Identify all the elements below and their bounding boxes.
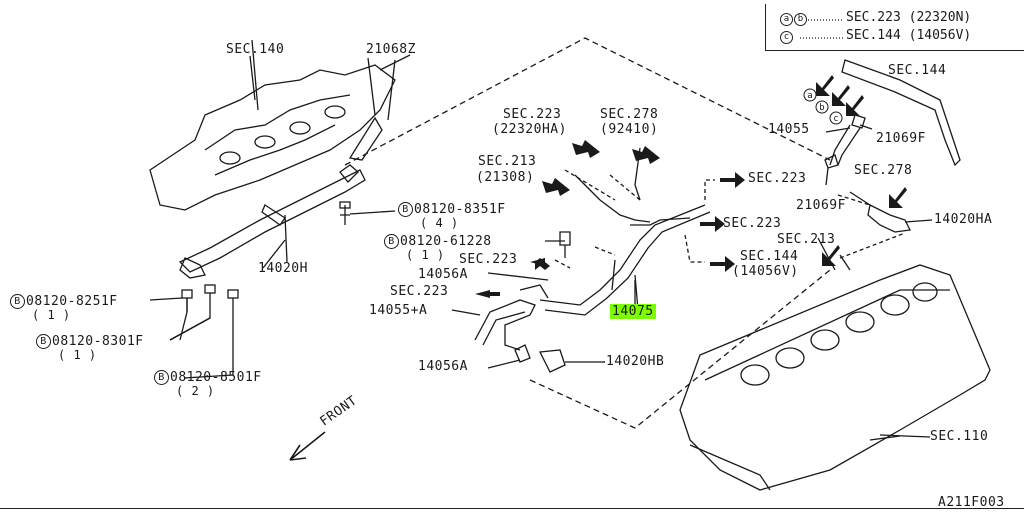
front-arrow-icon (289, 431, 326, 461)
legend-text-1: SEC.223 (22320N) (846, 10, 972, 25)
legend-row-c: c SEC.144 (14056V) (780, 28, 971, 44)
sensor-14020hb (538, 349, 566, 373)
svg-text:a: a (807, 91, 812, 101)
bolt-b-icon: B (398, 202, 413, 217)
label-14055a: 14055+A (369, 303, 428, 318)
label-21068z: 21068Z (366, 42, 416, 57)
hose-14055a (474, 299, 536, 351)
label-sec223-left: SEC.223 (390, 284, 449, 299)
label-sec278-top-sub: (92410) (600, 122, 659, 137)
label-sec140: SEC.140 (226, 42, 285, 57)
key-b: b (794, 13, 807, 26)
bolt-part-1: 08120-8351F (414, 202, 506, 217)
label-14056a-1: 14056A (418, 267, 468, 282)
label-sec223-top: SEC.223 (503, 107, 562, 122)
label-14020hb: 14020HB (606, 354, 665, 369)
label-sec110: SEC.110 (930, 429, 989, 444)
label-21069f-a: 21069F (876, 131, 926, 146)
bolt-part-5: 08120-8501F (170, 370, 262, 385)
pipe-14075 (539, 204, 706, 306)
label-sec223-top-sub: (22320HA) (492, 122, 567, 137)
bolt-qty-4: ( 1 ) (58, 348, 97, 362)
sensor-14020ha (867, 204, 911, 233)
label-14056a-2: 14056A (418, 359, 468, 374)
intake-manifold (149, 64, 396, 211)
label-sec144-mid-sub: (14056V) (732, 264, 799, 279)
pipe-right (841, 59, 961, 167)
label-sec278-top: SEC.278 (600, 107, 659, 122)
bolt-qty-5: ( 2 ) (176, 384, 215, 398)
label-sec213-right: SEC.213 (777, 232, 836, 247)
bolt-qty-2: ( 1 ) (406, 248, 445, 262)
label-14055: 14055 (768, 122, 810, 137)
legend-text-2: SEC.144 (14056V) (846, 28, 972, 43)
svg-text:c: c (833, 114, 838, 124)
label-sec213-top-sub: (21308) (476, 170, 535, 185)
label-14020ha: 14020HA (934, 212, 993, 227)
bracket-14020h (178, 169, 366, 273)
direction-arrows (475, 75, 907, 298)
label-sec144-top: SEC.144 (888, 63, 947, 78)
bolt-part-3: 08120-8251F (26, 294, 118, 309)
label-sec213-top: SEC.213 (478, 154, 537, 169)
label-21069f-b: 21069F (796, 198, 846, 213)
bolt-part-2: 08120-61228 (400, 234, 492, 249)
key-a: a (780, 13, 793, 26)
sensor-21068z (348, 116, 383, 161)
label-14075: 14075 (610, 304, 656, 319)
footer-rule (0, 508, 1024, 509)
label-sec223-mid: SEC.223 (459, 252, 518, 267)
dashed-outline-top (344, 37, 831, 166)
dashed-outline-bottom (529, 269, 831, 429)
arrow-icon-sec223-top (572, 140, 600, 158)
label-sec144-mid: SEC.144 (740, 249, 799, 264)
label-sec223-r1: SEC.223 (748, 171, 807, 186)
part-14075-highlight: 14075 (610, 304, 656, 319)
svg-text:b: b (819, 103, 824, 113)
bolt-part-4: 08120-8301F (52, 334, 144, 349)
bolt-qty-3: ( 1 ) (32, 308, 71, 322)
bolt-b-icon: B (10, 294, 25, 309)
bolt-qty-1: ( 4 ) (420, 216, 459, 230)
label-sec278-right: SEC.278 (854, 163, 913, 178)
diagram-code: A211F003 (938, 495, 1005, 510)
engine-block (679, 264, 991, 491)
bolt-b-icon: B (36, 334, 51, 349)
bolt-b-icon: B (384, 234, 399, 249)
bolt-b-icon: B (154, 370, 169, 385)
key-c: c (780, 31, 793, 44)
label-14020h: 14020H (258, 261, 308, 276)
label-sec223-r2: SEC.223 (723, 216, 782, 231)
